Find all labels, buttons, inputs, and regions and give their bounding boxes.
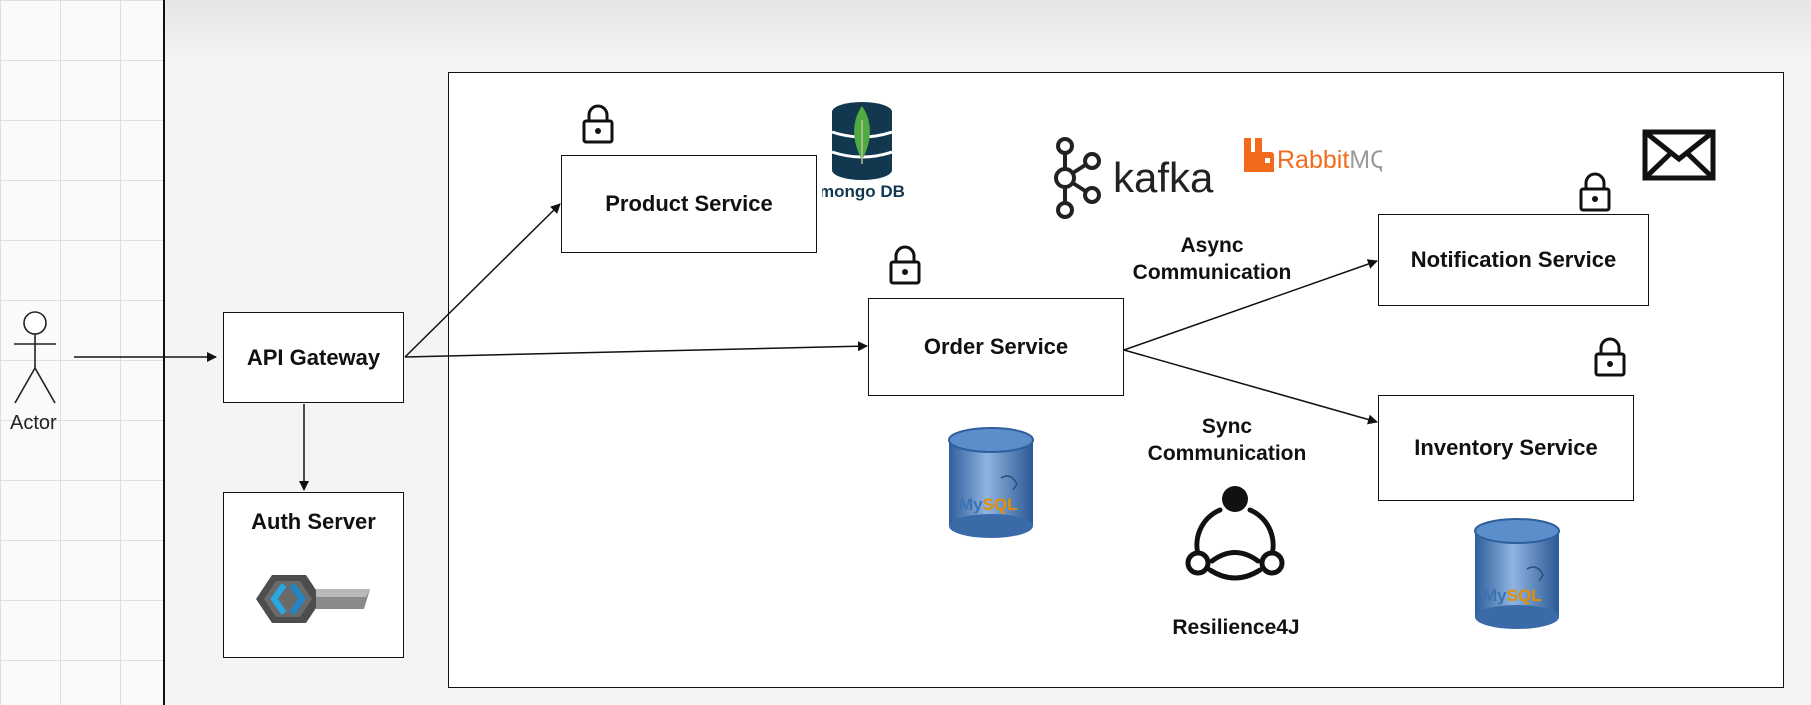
actor-label: Actor bbox=[10, 412, 57, 434]
mongodb-icon: mongo DB bbox=[822, 102, 904, 201]
async-label-line1: Async bbox=[1180, 234, 1244, 257]
arrow-gateway-to-product bbox=[404, 203, 561, 358]
mongodb-logo-text: mongo DB bbox=[822, 182, 904, 201]
sync-communication-label: Sync Communication bbox=[1127, 413, 1327, 467]
lock-icon bbox=[582, 104, 614, 144]
async-communication-label: Async Communication bbox=[1112, 232, 1312, 286]
auth-server-label: Auth Server bbox=[251, 509, 376, 534]
kafka-logo-text: kafka bbox=[1113, 154, 1214, 201]
user-icon bbox=[14, 311, 56, 404]
auth-server-node[interactable]: Auth Server bbox=[223, 492, 404, 658]
api-gateway-node[interactable]: API Gateway bbox=[223, 312, 404, 403]
envelope-icon bbox=[1642, 129, 1716, 181]
arrow-gateway-to-order bbox=[404, 341, 868, 358]
sync-label-line1: Sync bbox=[1201, 415, 1253, 438]
svg-text:MySQL: MySQL bbox=[1483, 586, 1542, 605]
mysql-text-suffix: SQL bbox=[1507, 586, 1542, 605]
top-fade bbox=[0, 0, 1811, 60]
rabbitmq-icon: RabbitMQ bbox=[1244, 138, 1382, 174]
mysql-text-suffix: SQL bbox=[983, 495, 1018, 514]
canvas-grid-panel bbox=[0, 0, 165, 705]
mysql-icon: MySQL bbox=[948, 427, 1034, 538]
arrow-order-to-notification bbox=[1123, 259, 1378, 351]
resilience4j-label: Resilience4J bbox=[1172, 616, 1300, 639]
inventory-service-node[interactable]: Inventory Service bbox=[1378, 395, 1634, 501]
mysql-icon: MySQL bbox=[1474, 518, 1560, 629]
order-service-node[interactable]: Order Service bbox=[868, 298, 1124, 396]
keycloak-icon bbox=[256, 575, 370, 623]
notification-service-node[interactable]: Notification Service bbox=[1378, 214, 1649, 306]
sync-label-line2: Communication bbox=[1147, 442, 1307, 465]
mysql-text-prefix: My bbox=[959, 495, 983, 514]
mysql-text-prefix: My bbox=[1483, 586, 1507, 605]
lock-icon bbox=[1594, 337, 1626, 377]
rabbitmq-text-suffix: MQ bbox=[1349, 146, 1382, 174]
kafka-icon: kafka bbox=[1054, 137, 1214, 219]
product-service-node[interactable]: Product Service bbox=[561, 155, 817, 253]
arrow-order-to-inventory bbox=[1123, 349, 1378, 425]
lock-icon bbox=[889, 245, 921, 285]
resilience4j-icon bbox=[1185, 486, 1285, 581]
async-label-line2: Communication bbox=[1132, 261, 1292, 284]
lock-icon bbox=[1579, 172, 1611, 212]
rabbitmq-text-prefix: Rabbit bbox=[1277, 146, 1349, 174]
svg-text:MySQL: MySQL bbox=[959, 495, 1018, 514]
svg-text:RabbitMQ: RabbitMQ bbox=[1277, 146, 1382, 174]
